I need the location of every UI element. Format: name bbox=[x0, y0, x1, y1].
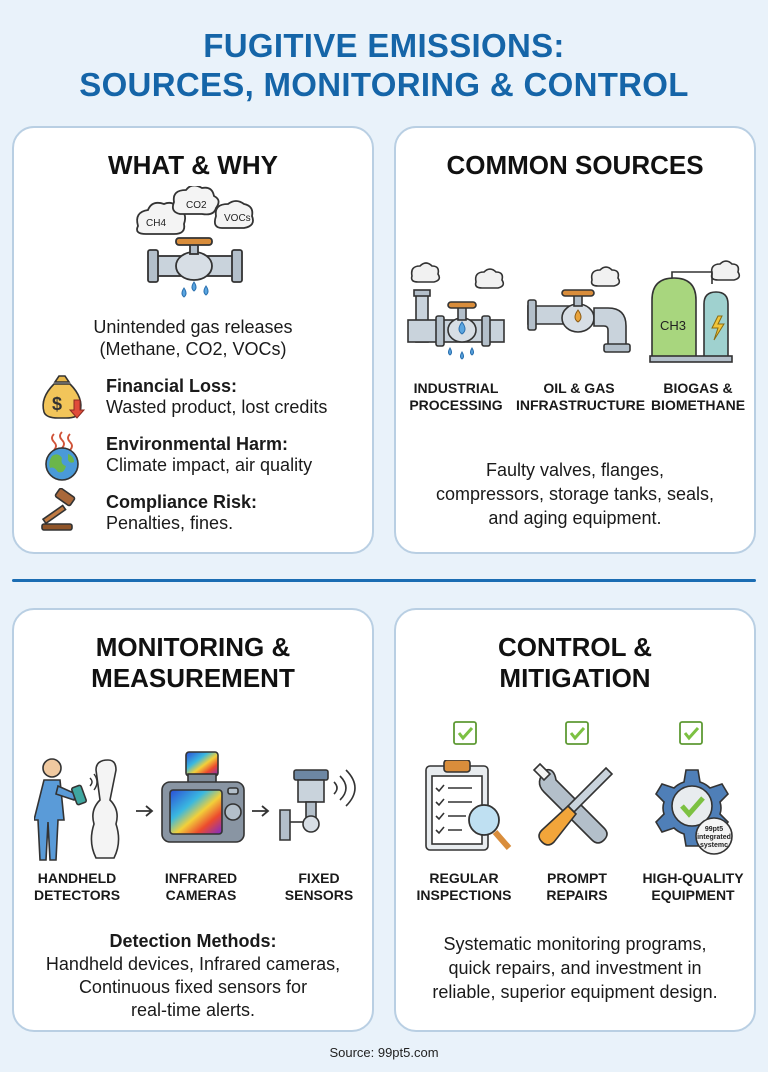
check-icon-3 bbox=[679, 721, 703, 745]
infrared-camera-icon bbox=[161, 751, 245, 843]
method-handheld-line1: HANDHELD bbox=[37, 870, 117, 886]
monitoring-card: MONITORING & MEASUREMENT HANDHELD DETECT… bbox=[12, 608, 374, 1032]
method-fixed-line2: SENSORS bbox=[284, 887, 354, 903]
gas-label-vocs: VOCs bbox=[224, 213, 251, 224]
control-card: CONTROL & MITIGATION REGULAR bbox=[394, 608, 756, 1032]
source-credit: Source: 99pt5.com bbox=[329, 1045, 439, 1060]
method-infrared-line2: CAMERAS bbox=[165, 887, 237, 903]
fixed-sensor-icon bbox=[279, 769, 356, 841]
action-inspections-line1: REGULAR bbox=[429, 870, 499, 886]
gear-quality-icon: 99pt5 integrated systemc bbox=[654, 769, 733, 855]
what-why-description-line2: (Methane, CO2, VOCs) bbox=[99, 339, 287, 359]
page-title: FUGITIVE EMISSIONS: SOURCES, MONITORING … bbox=[0, 26, 768, 104]
risk-financial-detail: Wasted product, lost credits bbox=[106, 397, 328, 417]
monitoring-description-heading: Detection Methods: bbox=[109, 931, 277, 951]
method-handheld-label: HANDHELD DETECTORS bbox=[20, 870, 134, 904]
what-why-description-line1: Unintended gas releases bbox=[93, 317, 293, 337]
risk-financial-heading: Financial Loss: bbox=[106, 376, 238, 396]
gear-label-line2: integrated bbox=[697, 834, 731, 841]
industrial-pipe-icon bbox=[407, 262, 505, 360]
method-infrared-line1: INFRARED bbox=[164, 870, 238, 886]
action-repairs-line2: REPAIRS bbox=[546, 887, 608, 903]
source-oil-gas-label: OIL & GAS INFRASTRUCTURE bbox=[516, 380, 646, 414]
gear-label-line3: systemc bbox=[700, 842, 728, 849]
common-sources-card: COMMON SOURCES INDUSTRIAL PROCESSING bbox=[394, 126, 756, 554]
monitoring-description-line2: Continuous fixed sensors for bbox=[78, 977, 308, 997]
biogas-tank-icon: CH3 bbox=[649, 260, 741, 363]
control-title-line2: MITIGATION bbox=[499, 663, 651, 693]
monitoring-description-line1: Handheld devices, Infrared cameras, bbox=[45, 954, 341, 974]
earth-heat-icon bbox=[45, 431, 79, 481]
risk-environmental: Environmental Harm: Climate impact, air … bbox=[106, 434, 312, 476]
action-repairs-label: PROMPT REPAIRS bbox=[522, 870, 632, 904]
source-oil-gas-line1: OIL & GAS bbox=[543, 380, 615, 396]
action-equipment-line2: EQUIPMENT bbox=[651, 887, 735, 903]
monitoring-title: MONITORING & MEASUREMENT bbox=[14, 632, 372, 694]
page-title-line2: SOURCES, MONITORING & CONTROL bbox=[79, 66, 689, 103]
risk-compliance-detail: Penalties, fines. bbox=[106, 513, 234, 533]
control-description-line2: quick repairs, and investment in bbox=[448, 958, 702, 978]
source-industrial-label: INDUSTRIAL PROCESSING bbox=[398, 380, 514, 414]
method-fixed-label: FIXED SENSORS bbox=[266, 870, 372, 904]
common-sources-description-line2: compressors, storage tanks, seals, bbox=[435, 484, 715, 504]
source-biogas-line1: BIOGAS & bbox=[663, 380, 733, 396]
oil-gas-pipe-icon bbox=[527, 266, 631, 353]
risk-compliance: Compliance Risk: Penalties, fines. bbox=[106, 492, 257, 534]
method-fixed-line1: FIXED bbox=[298, 870, 340, 886]
control-title: CONTROL & MITIGATION bbox=[396, 632, 754, 694]
action-inspections-line2: INSPECTIONS bbox=[416, 887, 512, 903]
risk-financial: Financial Loss: Wasted product, lost cre… bbox=[106, 376, 327, 418]
source-biogas-label: BIOGAS & BIOMETHANE bbox=[642, 380, 754, 414]
clipboard-inspection-icon bbox=[425, 760, 512, 851]
common-sources-description: Faulty valves, flanges, compressors, sto… bbox=[396, 458, 754, 530]
handheld-detector-icon bbox=[34, 758, 120, 861]
common-sources-description-line1: Faulty valves, flanges, bbox=[485, 460, 665, 480]
action-equipment-label: HIGH-QUALITY EQUIPMENT bbox=[632, 870, 754, 904]
leaking-valve-icon: CH4 CO2 VOCs bbox=[136, 186, 254, 298]
risk-compliance-heading: Compliance Risk: bbox=[106, 492, 258, 512]
arrow-right-icon bbox=[136, 805, 154, 817]
tools-repair-icon bbox=[532, 762, 614, 846]
control-title-line1: CONTROL & bbox=[497, 632, 653, 662]
gas-label-co2: CO2 bbox=[186, 200, 207, 211]
common-sources-description-line3: and aging equipment. bbox=[488, 508, 662, 528]
action-inspections-label: REGULAR INSPECTIONS bbox=[404, 870, 524, 904]
monitoring-description: Detection Methods: Handheld devices, Inf… bbox=[14, 930, 372, 1022]
source-oil-gas-line2: INFRASTRUCTURE bbox=[516, 397, 646, 413]
svg-text:$: $ bbox=[52, 394, 62, 414]
source-industrial-line2: PROCESSING bbox=[409, 397, 503, 413]
arrow-right-icon-2 bbox=[252, 805, 270, 817]
what-why-description: Unintended gas releases (Methane, CO2, V… bbox=[14, 316, 372, 360]
what-why-title: WHAT & WHY bbox=[108, 150, 278, 180]
gear-label-line1: 99pt5 bbox=[705, 826, 723, 833]
common-sources-title: COMMON SOURCES bbox=[446, 150, 704, 180]
page-title-line1: FUGITIVE EMISSIONS: bbox=[203, 27, 565, 64]
tank-label: CH3 bbox=[660, 318, 686, 333]
control-description-line3: reliable, superior equipment design. bbox=[432, 982, 718, 1002]
control-description-line1: Systematic monitoring programs, bbox=[443, 934, 707, 954]
action-repairs-line1: PROMPT bbox=[547, 870, 607, 886]
method-handheld-line2: DETECTORS bbox=[33, 887, 121, 903]
risk-environmental-detail: Climate impact, air quality bbox=[106, 455, 313, 475]
gas-label-ch4: CH4 bbox=[146, 218, 166, 229]
control-description: Systematic monitoring programs, quick re… bbox=[396, 932, 754, 1004]
check-icon-2 bbox=[565, 721, 589, 745]
action-equipment-line1: HIGH-QUALITY bbox=[642, 870, 744, 886]
method-infrared-label: INFRARED CAMERAS bbox=[144, 870, 258, 904]
source-industrial-line1: INDUSTRIAL bbox=[413, 380, 499, 396]
monitoring-title-line1: MONITORING & bbox=[95, 632, 291, 662]
check-icon-1 bbox=[453, 721, 477, 745]
risk-environmental-heading: Environmental Harm: bbox=[106, 434, 289, 454]
monitoring-title-line2: MEASUREMENT bbox=[91, 663, 295, 693]
monitoring-description-line3: real-time alerts. bbox=[130, 1000, 256, 1020]
money-bag-icon: $ bbox=[42, 375, 86, 419]
gavel-icon bbox=[41, 488, 76, 531]
section-divider bbox=[12, 579, 756, 582]
what-why-card: WHAT & WHY CH4 CO2 VOCs Unintended gas r… bbox=[12, 126, 374, 554]
source-biogas-line2: BIOMETHANE bbox=[650, 397, 746, 413]
